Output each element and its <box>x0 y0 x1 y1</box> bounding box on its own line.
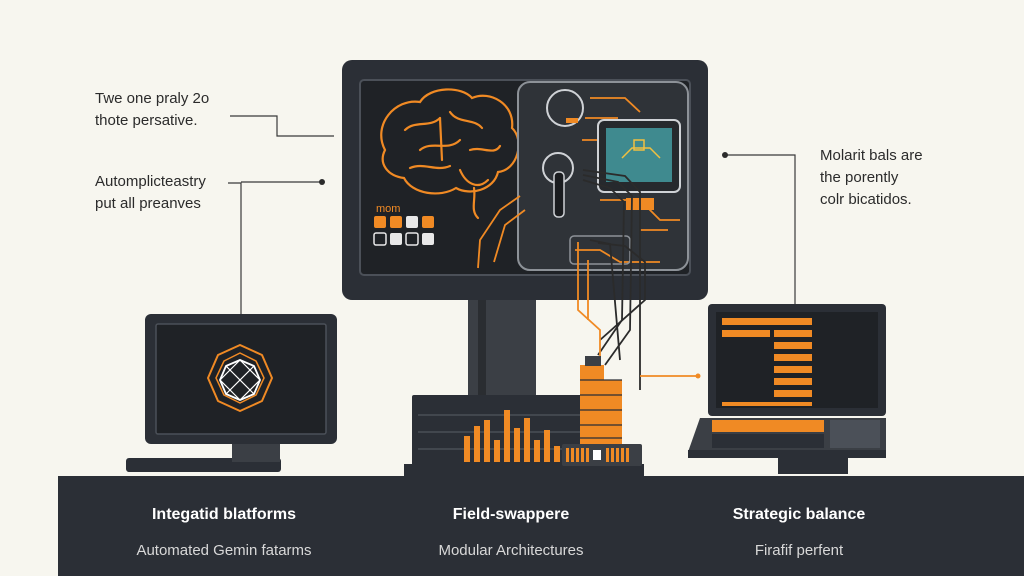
feature-field-swappable: Field-swappere Modular Architectures <box>361 476 661 559</box>
cables <box>577 169 698 390</box>
base-unit <box>404 356 644 476</box>
callout-left-mid: Automplicteastry put all preanves <box>95 171 206 215</box>
feature-strategic-balance: Strategic balance Firafif perfent <box>649 476 949 559</box>
callout-line: Molarit bals are <box>820 147 923 164</box>
callout-line: put all preanves <box>95 195 201 212</box>
feature-integrated-platforms: Integatid blatforms Automated Gemin fata… <box>74 476 374 559</box>
feature-subtitle: Modular Architectures <box>438 542 584 559</box>
feature-footer: Integatid blatforms Automated Gemin fata… <box>58 476 1024 576</box>
left-tablet <box>126 314 337 472</box>
feature-title: Strategic balance <box>732 506 866 523</box>
chip-icon <box>597 119 681 193</box>
panel-label: mom <box>376 203 400 215</box>
geometric-network-icon <box>207 344 273 412</box>
callout-line: thote persative. <box>95 112 198 129</box>
feature-subtitle: Automated Gemin fatarms <box>136 542 312 559</box>
feature-subtitle: Firafif perfent <box>754 542 844 559</box>
callout-line: the porently <box>820 169 899 186</box>
callout-left-top: Twe one praly 2o thote persative. <box>95 88 209 132</box>
brain-icon <box>380 88 520 220</box>
circuit-icon <box>477 81 689 271</box>
callout-line: Automplicteastry <box>95 173 206 190</box>
callout-line: colr bicatidos. <box>820 191 912 208</box>
callout-leader-lines <box>228 115 796 314</box>
right-laptop <box>688 304 886 474</box>
feature-title: Field-swappere <box>452 506 570 523</box>
feature-title: Integatid blatforms <box>151 506 296 523</box>
callout-right: Molarit bals are the porently colr bicat… <box>820 145 923 211</box>
callout-line: Twe one praly 2o <box>95 90 210 107</box>
monitor-mini-panel: mom <box>373 203 434 246</box>
